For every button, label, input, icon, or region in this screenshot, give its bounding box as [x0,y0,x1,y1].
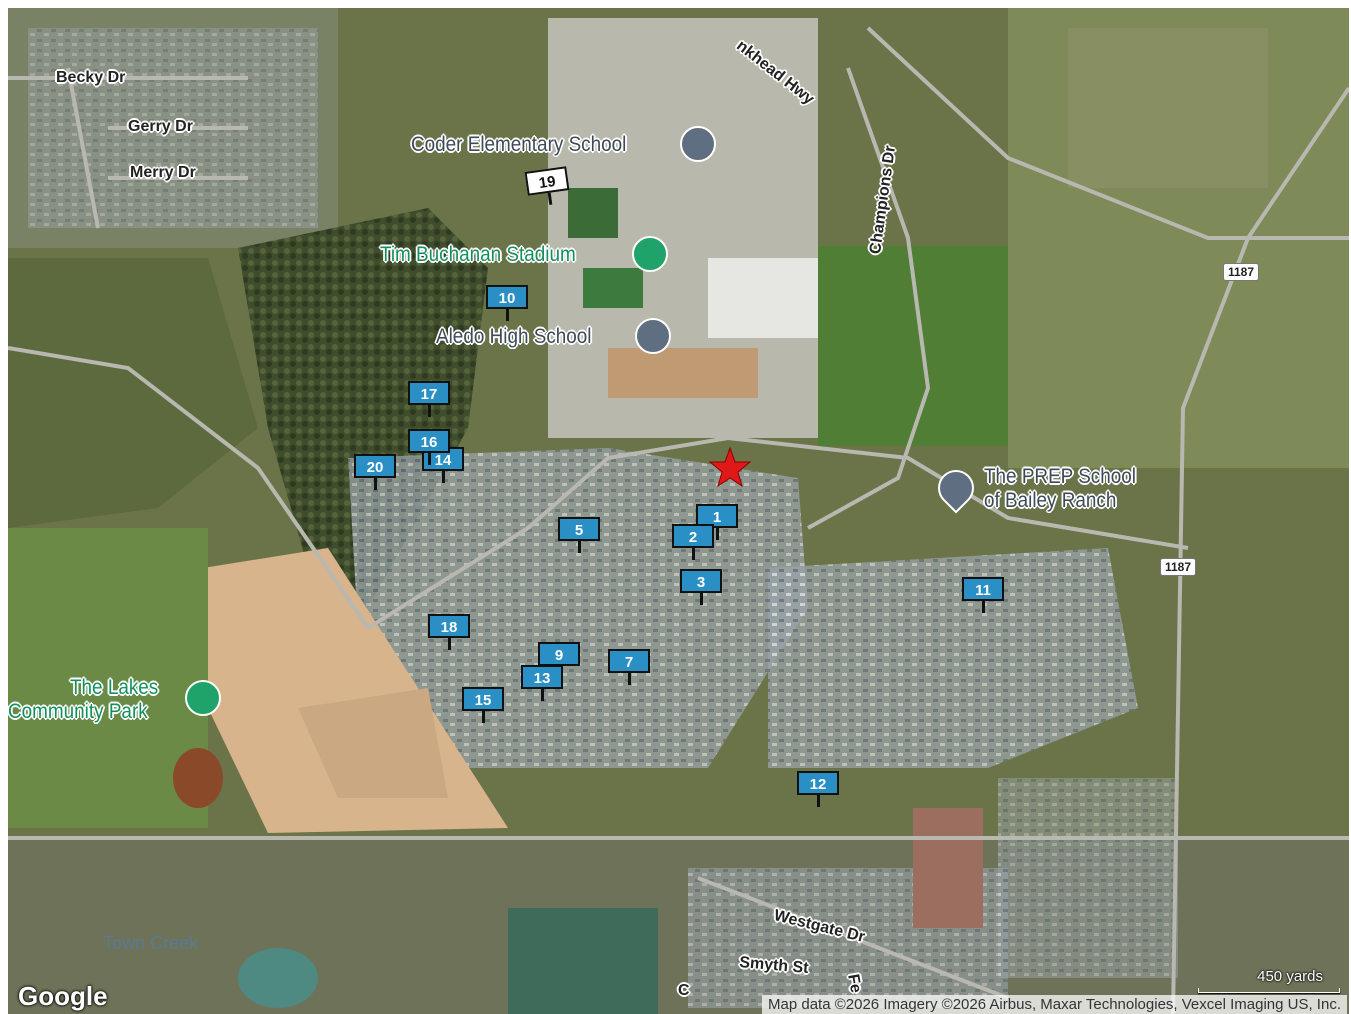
scale-bar[interactable]: 450 yards [1198,968,1343,996]
poi-tim-buchanan-label[interactable]: Tim Buchanan Stadium [380,243,576,266]
google-logo[interactable]: Google [18,981,108,1011]
route-1187-badge: 1187 [1160,558,1197,576]
marker-3[interactable]: 3 [680,569,722,605]
town-creek-label: Town Creek [103,933,199,953]
map-view[interactable]: Becky Dr Gerry Dr Merry Dr nkhead Hwy Ch… [8,8,1349,1014]
star-marker-icon[interactable] [708,446,752,490]
park-tree-icon[interactable] [185,680,221,716]
street-merry-dr: Merry Dr [130,164,196,181]
marker-5[interactable]: 5 [558,517,600,553]
marker-11[interactable]: 11 [962,577,1004,613]
marker-2[interactable]: 2 [672,524,714,560]
poi-prep-school-label-1[interactable]: The PREP School [984,465,1136,488]
marker-13[interactable]: 13 [521,665,563,701]
street-fe: Fe [844,972,865,995]
poi-lakes-park-label-2[interactable]: Community Park [8,700,148,723]
school-icon[interactable] [680,126,716,162]
scale-label: 450 yards [1257,968,1323,985]
marker-15[interactable]: 17 [408,381,450,417]
poi-lakes-park-label-1[interactable]: The Lakes [70,676,159,699]
street-gerry-dr: Gerry Dr [128,118,193,135]
street-becky-dr: Becky Dr [56,69,126,86]
marker-18[interactable]: 12 [797,771,839,807]
satellite-imagery [8,8,1349,1014]
marker-20[interactable]: 20 [354,454,396,490]
poi-coder-elementary-label[interactable]: Coder Elementary School [411,133,627,156]
marker-14[interactable]: 16 [408,429,450,465]
marker-7[interactable]: 7 [608,649,650,685]
scale-line [1198,988,1340,993]
marker-19[interactable]: 15 [462,687,504,723]
stadium-icon[interactable] [632,236,668,272]
marker-16[interactable]: 18 [428,614,470,650]
poi-aledo-high-label[interactable]: Aledo High School [436,325,592,348]
marker-9[interactable]: 9 [538,642,580,678]
street-c: C [678,982,690,999]
marker-10[interactable]: 10 [486,285,528,321]
route-1187-badge: 1187 [1223,263,1260,281]
poi-prep-school-label-2[interactable]: of Bailey Ranch [984,489,1117,512]
map-attribution[interactable]: Map data ©2026 Imagery ©2026 Airbus, Max… [762,995,1347,1014]
school-icon[interactable] [635,318,671,354]
